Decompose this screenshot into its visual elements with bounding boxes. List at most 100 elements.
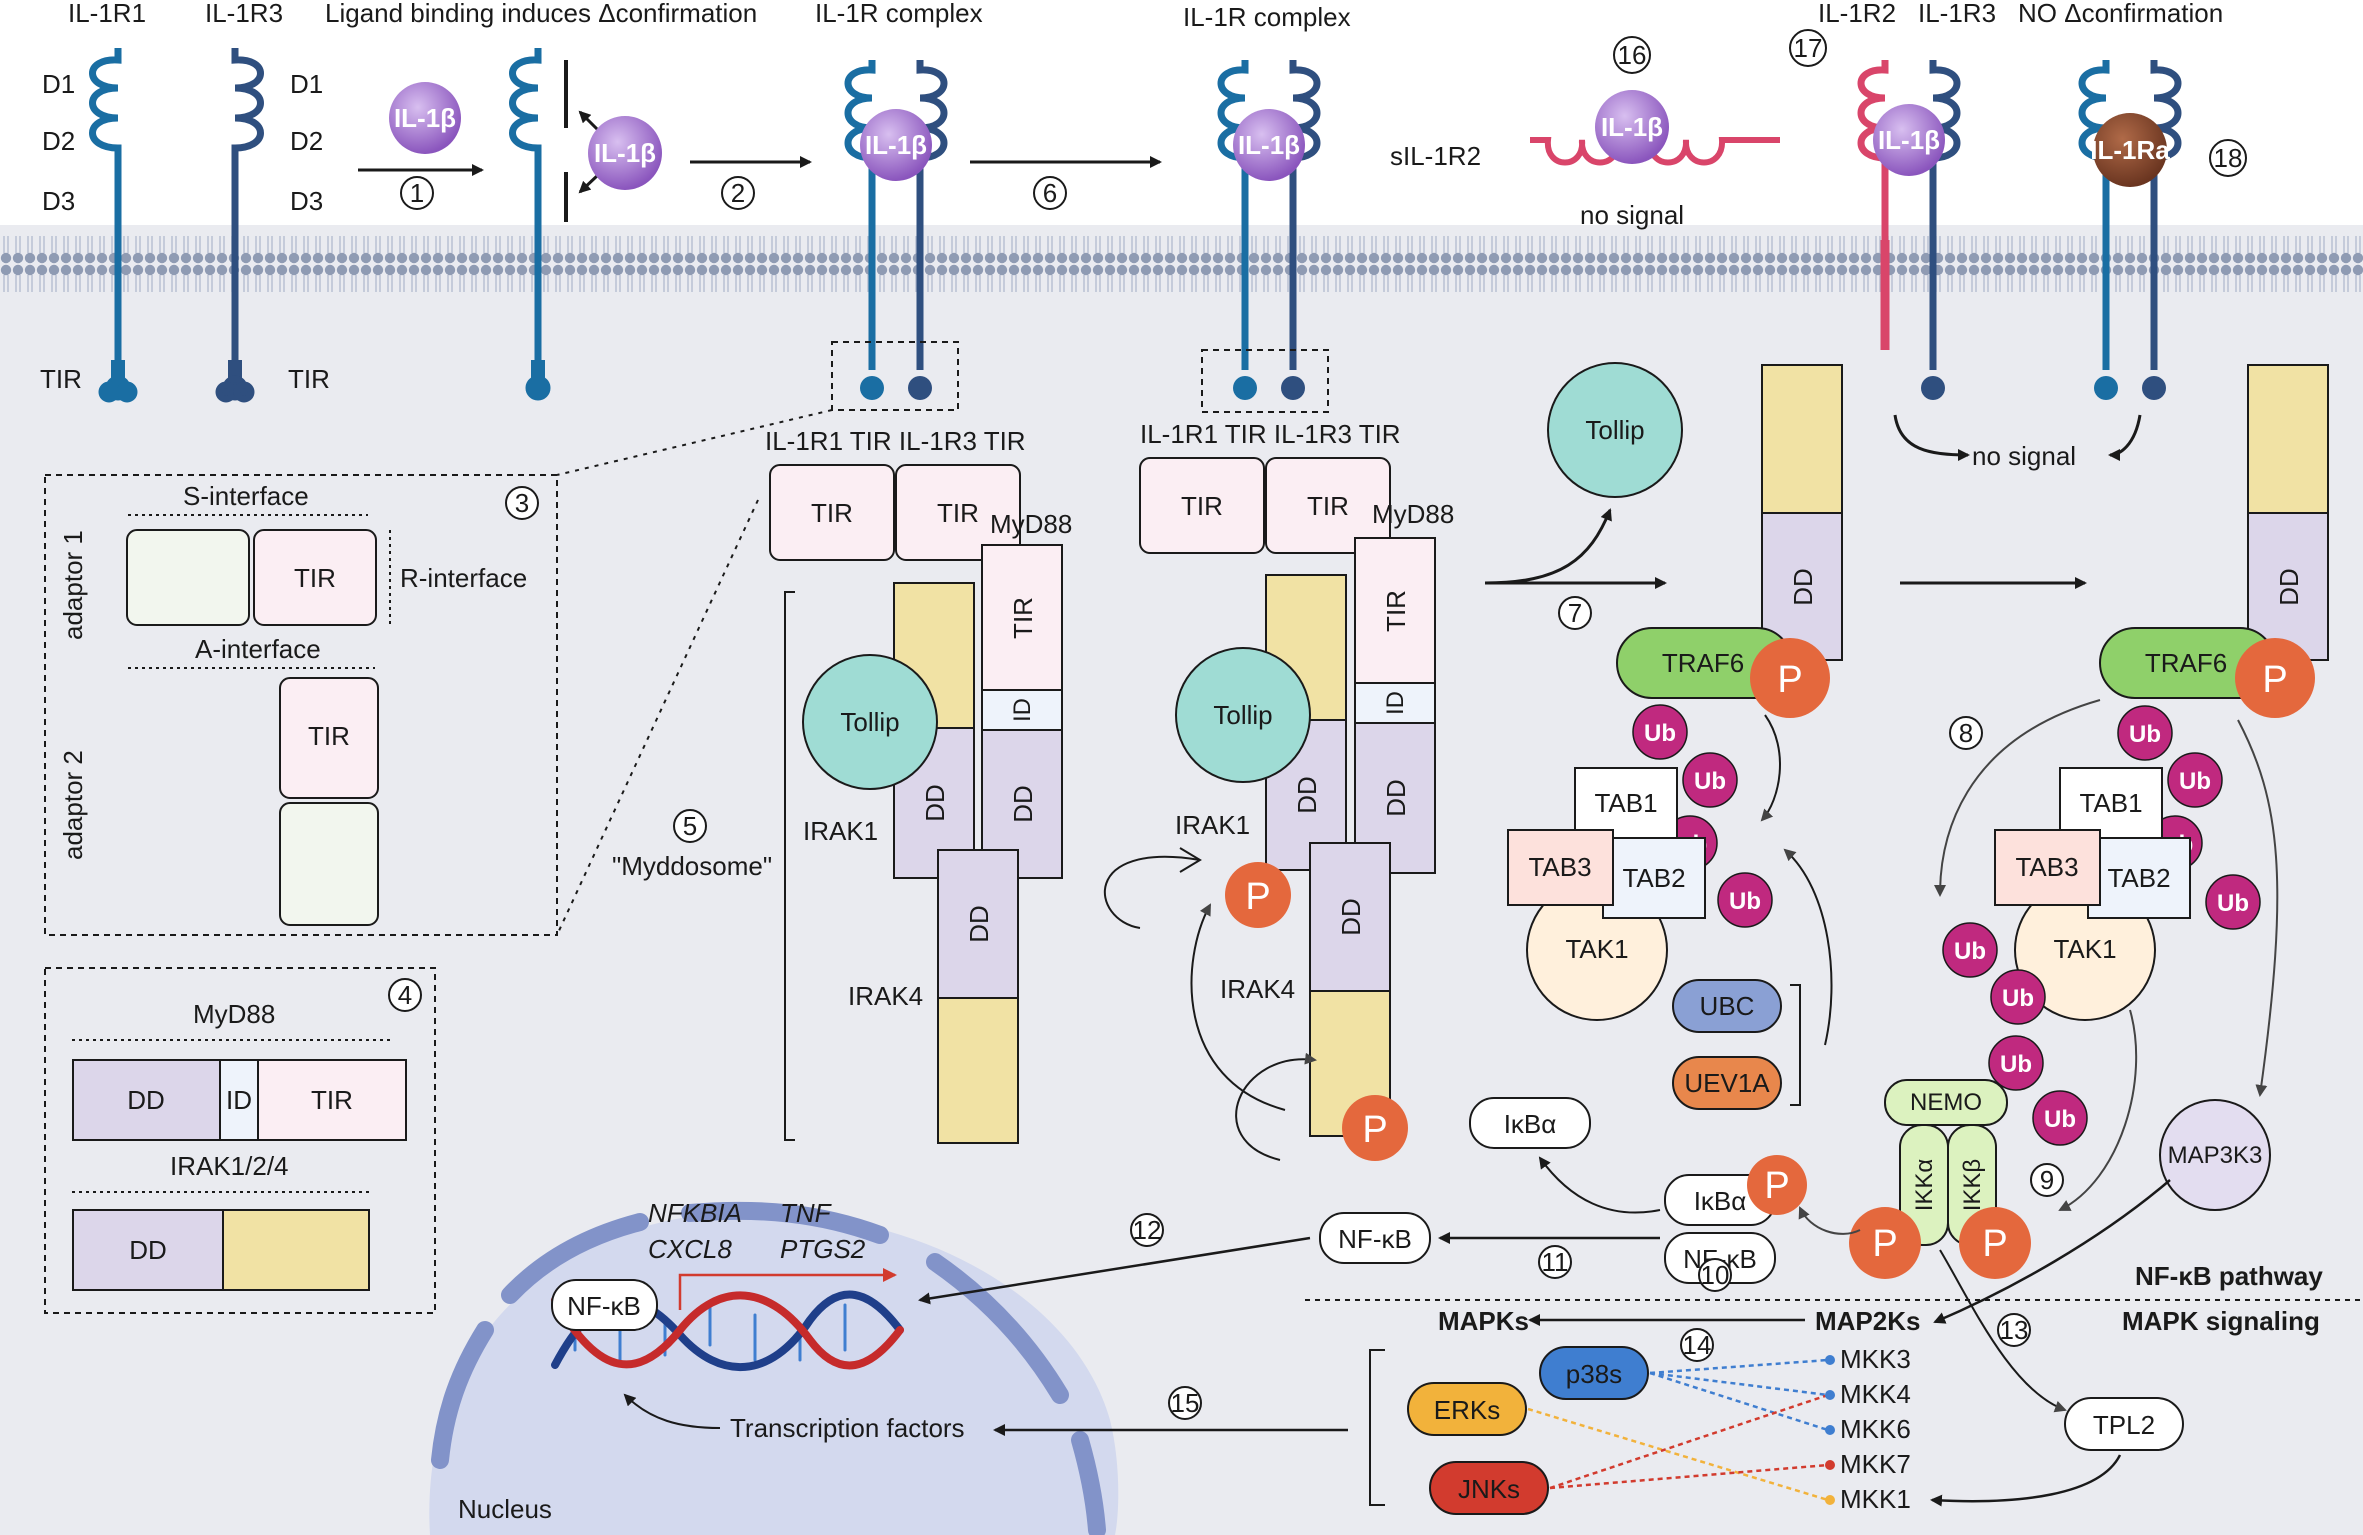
svg-text:TAK1: TAK1 (2053, 934, 2116, 964)
svg-text:Ub: Ub (2129, 721, 2161, 748)
svg-text:TIR: TIR (311, 1085, 353, 1115)
arrow-no-signal-left (1893, 414, 1970, 461)
svg-text:IL-1β: IL-1β (1601, 112, 1663, 142)
conformation-arrow-up (578, 110, 600, 132)
label-d2-left: D2 (42, 126, 75, 156)
svg-text:P: P (1982, 1223, 2007, 1265)
label-no-signal-decoy: no signal (1580, 200, 1684, 230)
nucleus-label: Nucleus (458, 1494, 552, 1524)
svg-text:Ub: Ub (1729, 888, 1761, 915)
ligand-il1b-complex-1: IL-1β (860, 109, 932, 181)
svg-text:Ub: Ub (2002, 985, 2034, 1012)
ligand-il1b-sil1r2: IL-1β (1595, 90, 1669, 164)
tir-panel-tir-2 (279, 677, 379, 799)
label-il1r2: IL-1R2 (1818, 0, 1896, 28)
svg-text:12: 12 (1133, 1215, 1162, 1245)
svg-text:IL-1β: IL-1β (394, 103, 456, 133)
svg-text:9: 9 (2040, 1165, 2054, 1195)
label-no-conformation: NO Δconfirmation (2018, 0, 2223, 28)
label-tir-left: TIR (40, 364, 82, 394)
gene-tnf: TNF (780, 1198, 833, 1228)
label-il1r1: IL-1R1 (68, 0, 146, 28)
svg-text:P: P (2262, 659, 2287, 701)
label-mapk-signaling: MAPK signaling (2122, 1306, 2320, 1336)
svg-text:Tollip: Tollip (1585, 415, 1644, 445)
svg-text:DD: DD (127, 1085, 165, 1115)
label-myddosome: "Myddosome" (612, 851, 772, 881)
svg-text:TAB3: TAB3 (2015, 852, 2078, 882)
svg-text:P: P (1245, 876, 1270, 918)
svg-text:IL-1β: IL-1β (1878, 125, 1940, 155)
svg-text:DD: DD (2274, 568, 2304, 606)
svg-text:MAP3K3: MAP3K3 (2168, 1142, 2263, 1169)
svg-text:11: 11 (1542, 1247, 1569, 1277)
svg-text:1: 1 (410, 178, 424, 208)
svg-text:Ub: Ub (1644, 720, 1676, 747)
label-d3-left: D3 (42, 186, 75, 216)
svg-text:8: 8 (1959, 718, 1973, 748)
svg-text:DD: DD (1381, 779, 1411, 817)
label-transcription-factors: Transcription factors (730, 1413, 965, 1443)
svg-text:TAB1: TAB1 (1594, 788, 1657, 818)
svg-text:Ub: Ub (1954, 938, 1986, 965)
nucleus-contents: NFKBIA CXCL8 TNF PTGS2 NF-κB Transcripti… (551, 1198, 965, 1443)
svg-text:TAB1: TAB1 (2079, 788, 2142, 818)
gene-nfkbia: NFKBIA (648, 1198, 742, 1228)
svg-text:5: 5 (683, 811, 697, 841)
svg-text:TIR: TIR (308, 721, 350, 751)
label-nfkb-pathway: NF-κB pathway (2135, 1261, 2323, 1291)
svg-text:MKK3: MKK3 (1840, 1344, 1911, 1374)
il1r2-decoy-complex (1857, 60, 1961, 400)
label-no-signal-membrane: no signal (1972, 441, 2076, 471)
label-sil1r2: sIL-1R2 (1390, 141, 1481, 171)
svg-text:7: 7 (1568, 598, 1582, 628)
svg-text:IKKα: IKKα (1911, 1159, 1938, 1212)
svg-text:16: 16 (1618, 40, 1647, 70)
step-number-6 (1033, 176, 1067, 210)
label-r-interface: R-interface (400, 563, 527, 593)
svg-text:P: P (1362, 1109, 1387, 1151)
il1r-complex-2 (1217, 60, 1321, 400)
svg-text:6: 6 (1043, 178, 1057, 208)
svg-text:18: 18 (2214, 143, 2243, 173)
svg-text:DD: DD (129, 1235, 167, 1265)
svg-text:DD: DD (1788, 568, 1818, 606)
ligand-il1ra: IL-1Ra (2090, 113, 2170, 187)
svg-text:UEV1A: UEV1A (1684, 1068, 1770, 1098)
svg-text:TRAF6: TRAF6 (2145, 648, 2227, 678)
traf6-complex-1: DD TRAF6 P Ub Ub b Ub TAK1 TAB1 TAB2 TAB… (1507, 364, 1843, 1110)
svg-text:Ub: Ub (1694, 768, 1726, 795)
label-il1r3: IL-1R3 (205, 0, 283, 28)
svg-text:MKK6: MKK6 (1840, 1414, 1911, 1444)
svg-text:DD: DD (1008, 785, 1038, 823)
traf6-complex-2: DD TRAF6 P Ub Ub b Ub TAK1 TAB1 TAB2 TAB… (1849, 364, 2329, 1279)
ligand-il1b-free: IL-1β (389, 82, 461, 154)
svg-text:ID: ID (1382, 691, 1409, 715)
receptor-il1r1-free (89, 48, 138, 403)
svg-text:P: P (1764, 1165, 1789, 1207)
svg-text:P: P (1777, 659, 1802, 701)
tir-panel-blank-1 (126, 529, 250, 626)
cell-membrane (0, 232, 2363, 298)
phospho-irak1: P (1225, 862, 1291, 928)
svg-text:DD: DD (964, 905, 994, 943)
label-map2ks: MAP2Ks (1815, 1306, 1920, 1336)
svg-text:IL-1β: IL-1β (594, 138, 656, 168)
svg-text:2: 2 (731, 178, 745, 208)
svg-text:TAK1: TAK1 (1565, 934, 1628, 964)
label-complex-2: IL-1R complex (1183, 2, 1351, 32)
label-adaptor-1: adaptor 1 (58, 530, 88, 640)
label-il1r3-decoy: IL-1R3 (1918, 0, 1996, 28)
tir-zoom-box-2 (1201, 349, 1329, 413)
svg-text:NF-κB: NF-κB (567, 1291, 641, 1321)
tollip-free: Tollip (1547, 362, 1683, 498)
svg-text:NF-κB: NF-κB (1338, 1224, 1412, 1254)
ikba-nfkb-complex: IκBα P NF-κB 10 (1664, 1155, 1861, 1292)
tir-panel-blank-2 (279, 802, 379, 926)
svg-text:15: 15 (1171, 1388, 1200, 1418)
step-number-17 (1789, 29, 1827, 67)
svg-text:TIR: TIR (1381, 590, 1411, 632)
label-tir-header-2: IL-1R1 TIR IL-1R3 TIR (1140, 419, 1401, 449)
svg-text:Tollip: Tollip (840, 707, 899, 737)
svg-text:IL-1β: IL-1β (865, 130, 927, 160)
